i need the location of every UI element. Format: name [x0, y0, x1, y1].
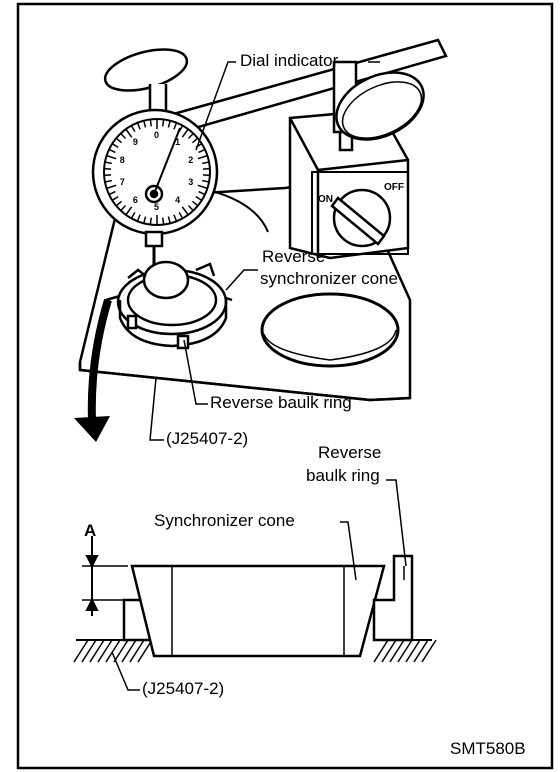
dial-tick: [149, 217, 152, 225]
dial-tick: [120, 205, 127, 212]
label-reverse-sync-cone-2: synchronizer cone: [260, 269, 398, 288]
dial-tick: [191, 137, 199, 144]
hatch-line: [413, 639, 429, 663]
dial-tick: [108, 148, 116, 154]
dial-tick: [125, 128, 133, 138]
label-dimension-a: A: [84, 521, 97, 540]
dial-number: 0: [154, 130, 160, 140]
dial-tick: [187, 132, 194, 139]
dial-tick: [167, 120, 171, 128]
dial-tick: [111, 196, 119, 202]
dial-number: 2: [188, 154, 194, 165]
hatch-line: [105, 639, 121, 663]
dial-number: 6: [132, 195, 138, 206]
leader-lines-bottom: [111, 479, 407, 691]
dial-tick: [104, 161, 112, 165]
hatch-line: [373, 639, 389, 663]
clamp-knob-top: [103, 48, 189, 120]
dial-tick: [143, 216, 147, 224]
dial-number: 7: [119, 177, 125, 188]
label-tool-top: (J25407-2): [166, 429, 249, 448]
dial-number: 1: [175, 136, 181, 147]
hatch-line: [89, 639, 105, 663]
dial-tick: [162, 119, 165, 127]
dial-tick: [173, 122, 178, 130]
hatching: [73, 639, 437, 663]
dial-tick: [197, 184, 208, 190]
dial-tick: [125, 206, 133, 216]
dial-tick: [106, 154, 117, 160]
label-reverse-sync-cone-1: Reverse: [262, 247, 326, 266]
label-reverse-baulk-ring-top: Reverse baulk ring: [210, 393, 352, 412]
dial-tick: [111, 142, 119, 148]
dial-tick: [187, 205, 194, 212]
dimension-a: [82, 536, 128, 616]
dial-tick: [167, 216, 171, 224]
synchronizer-cone-section: [130, 564, 386, 658]
dial-tick: [104, 179, 112, 183]
switch-label-off: OFF: [384, 182, 404, 193]
figure-code: SMT580B: [450, 739, 526, 758]
label-reverse-baulk-ring-bottom-1: Reverse: [318, 443, 382, 462]
dial-indicator: [91, 108, 219, 268]
hatch-line: [73, 639, 89, 663]
hatch-line: [129, 639, 145, 663]
hatch-line: [121, 639, 137, 663]
dial-tick: [115, 200, 123, 207]
figure-frame: [16, 2, 554, 770]
dial-number: 3: [188, 177, 194, 188]
hatch-line: [397, 639, 413, 663]
switch-knob: [330, 188, 392, 248]
hatch-line: [405, 639, 421, 663]
dial-tick: [197, 154, 208, 160]
dial-tick: [202, 161, 210, 165]
dial-tick: [195, 196, 203, 202]
dial-tick: [181, 128, 189, 138]
label-dial-indicator: Dial indicator: [240, 51, 339, 70]
dial-tick: [136, 122, 141, 130]
dial-tick: [120, 132, 127, 139]
dial-number: 4: [175, 195, 181, 206]
direction-arrow: [74, 298, 112, 442]
dial-tick: [173, 214, 178, 222]
dial-tick: [202, 179, 210, 183]
dial-ticks: [104, 119, 210, 225]
dial-number: 5: [154, 202, 160, 212]
dial-tick: [198, 190, 206, 196]
dial-tick: [108, 190, 116, 196]
label-synchronizer-cone: Synchronizer cone: [154, 511, 295, 530]
dial-tick: [191, 200, 199, 207]
clamp-knob-right: [335, 71, 425, 141]
hatch-line: [381, 639, 397, 663]
baulk-ring-section: [372, 554, 414, 642]
ring-assembly: [105, 260, 233, 350]
dial-tick: [130, 125, 136, 133]
dial-tick: [130, 211, 136, 219]
dial-tick: [162, 217, 165, 225]
hatch-line: [81, 639, 97, 663]
dial-tick: [198, 148, 206, 154]
hatch-line: [421, 639, 437, 663]
dial-tick: [149, 119, 152, 127]
switch-label-on: ON: [318, 194, 333, 205]
dial-tick: [136, 214, 141, 222]
label-tool-bottom: (J25407-2): [142, 679, 225, 698]
dial-tick: [181, 206, 189, 216]
dial-tick: [143, 120, 147, 128]
dial-number: 9: [132, 136, 138, 147]
hatch-line: [113, 639, 129, 663]
hatch-line: [97, 639, 113, 663]
dial-tick: [106, 184, 117, 190]
dial-tick: [178, 125, 184, 133]
plate-hole: [260, 292, 400, 368]
dial-tick: [178, 211, 184, 219]
hatch-line: [137, 639, 153, 663]
hatch-line: [389, 639, 405, 663]
dial-tick: [115, 137, 123, 144]
dial-number: 8: [119, 154, 125, 165]
label-reverse-baulk-ring-bottom-2: baulk ring: [306, 466, 380, 485]
leader-lines-top: [149, 61, 380, 441]
